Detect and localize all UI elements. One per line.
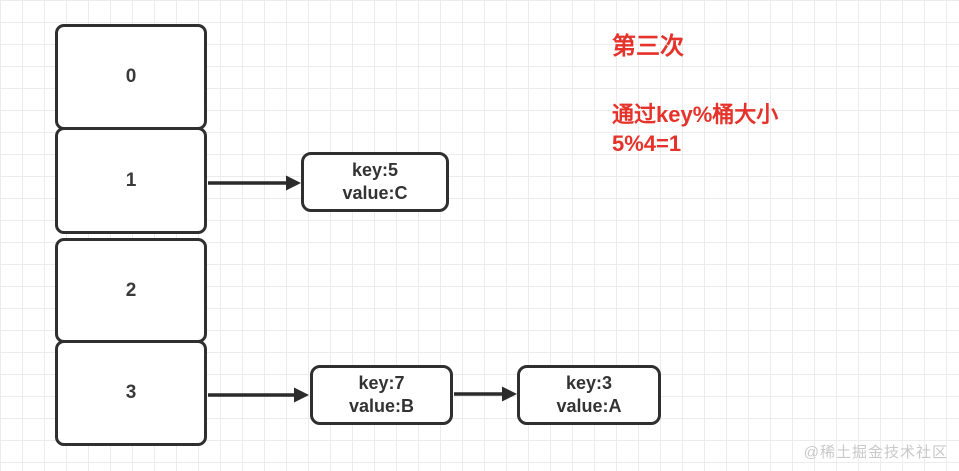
node-key5: key:5 value:C xyxy=(301,152,449,212)
bucket-1: 1 xyxy=(55,127,207,234)
bucket-1-label: 1 xyxy=(125,169,137,191)
arrow-bucket3-to-key7 xyxy=(208,387,309,403)
annotation-result: 5%4=1 xyxy=(612,130,682,156)
bucket-3-label: 3 xyxy=(125,382,137,403)
arrow-key7-to-key3 xyxy=(454,386,517,402)
annotation-title: 第三次 xyxy=(612,33,684,60)
annotation-formula: 通过key%桶大小 xyxy=(612,102,779,128)
bucket-2: 2 xyxy=(55,238,207,343)
node-key3-key: key:3 xyxy=(565,372,613,393)
annotation-body: 通过key%桶大小 5%4=1 xyxy=(612,101,778,158)
arrow-bucket1-to-key5 xyxy=(208,175,301,191)
node-key7-key: key:7 xyxy=(358,372,405,393)
node-key7-value: value:B xyxy=(348,396,415,416)
bucket-3: 3 xyxy=(55,340,207,446)
node-key3-value: value:A xyxy=(556,396,622,416)
bucket-0: 0 xyxy=(55,24,207,130)
node-key3: key:3 value:A xyxy=(517,365,661,425)
watermark: @稀土掘金技术社区 xyxy=(803,444,948,461)
node-key5-value: value:C xyxy=(342,183,408,203)
bucket-2-label: 2 xyxy=(125,279,137,301)
annotation-block: 第三次 通过key%桶大小 5%4=1 xyxy=(612,33,778,159)
bucket-0-label: 0 xyxy=(125,66,137,87)
node-key5-key: key:5 xyxy=(351,159,399,180)
node-key7: key:7 value:B xyxy=(310,365,453,425)
